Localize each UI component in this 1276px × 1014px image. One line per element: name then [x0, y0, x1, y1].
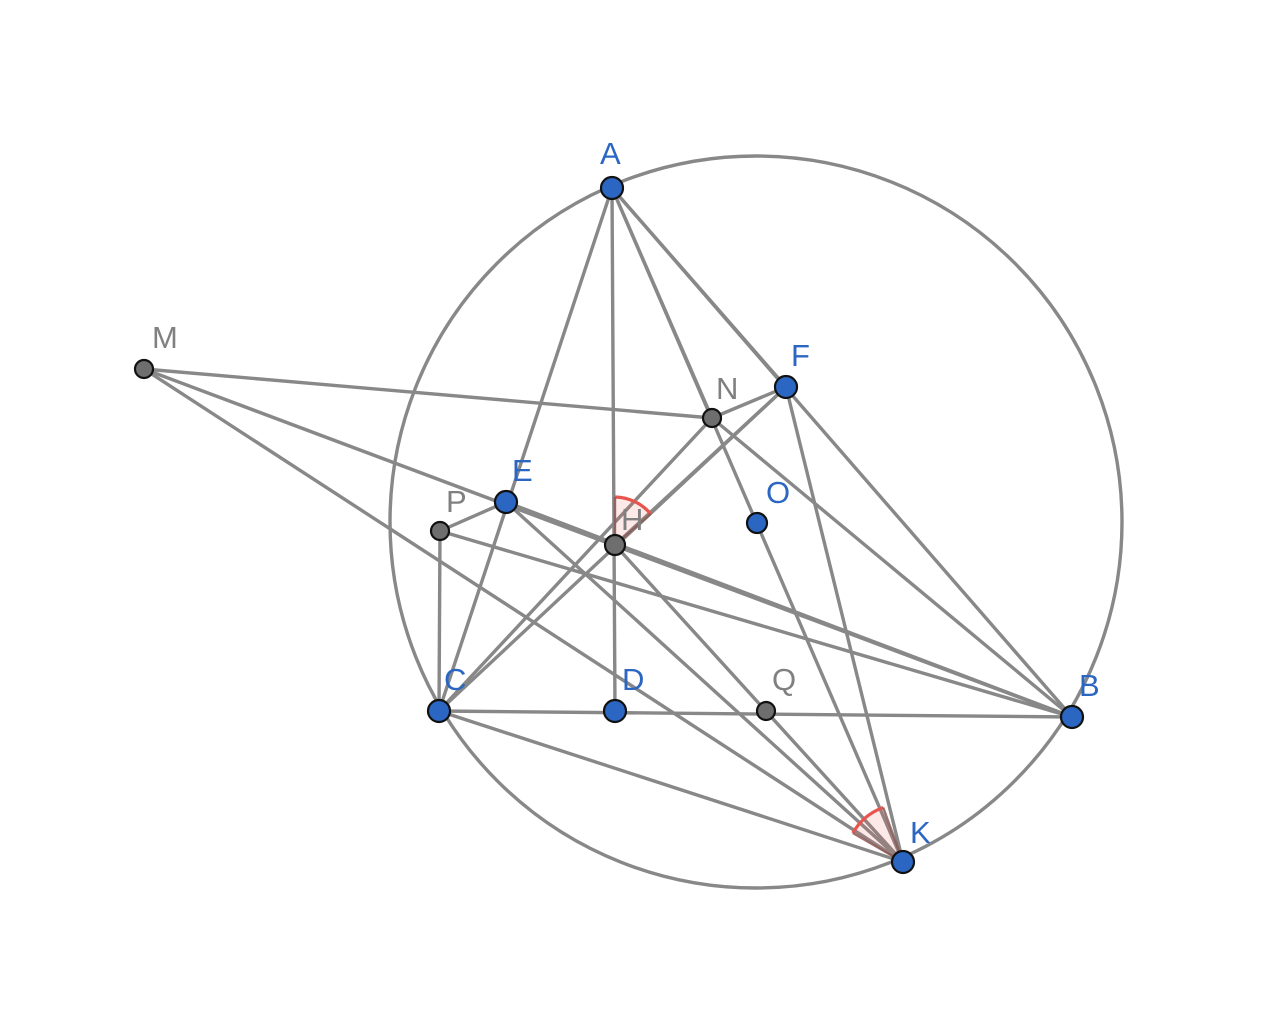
point-H[interactable] — [603, 533, 627, 557]
segment-NF — [710, 385, 788, 420]
point-N[interactable] — [701, 407, 723, 429]
point-C[interactable] — [426, 698, 452, 724]
point-E[interactable] — [493, 489, 519, 515]
segment-FK — [784, 385, 905, 864]
point-F[interactable] — [773, 374, 799, 400]
segment-M-to-N — [142, 367, 714, 420]
point-M[interactable] — [133, 358, 155, 380]
label-N: N — [716, 371, 738, 406]
label-P: P — [446, 484, 467, 519]
point-A[interactable] — [599, 175, 625, 201]
label-F: F — [791, 338, 810, 373]
labels-layer: A B C D E F K O H M N P Q — [152, 136, 1100, 850]
point-K[interactable] — [890, 849, 916, 875]
segment-PC — [437, 529, 442, 713]
segment-AC — [437, 186, 614, 713]
segments-layer — [142, 186, 1074, 864]
segment-AF — [610, 186, 788, 389]
angle-marks-layer — [613, 495, 905, 864]
point-O[interactable] — [745, 511, 769, 535]
label-B: B — [1079, 668, 1100, 703]
label-C: C — [444, 662, 466, 697]
circumcircle — [388, 154, 1124, 890]
label-E: E — [512, 453, 533, 488]
point-B[interactable] — [1059, 704, 1085, 730]
segment-M-to-K — [142, 367, 905, 864]
segment-BN — [710, 416, 1074, 719]
segment-AN — [610, 186, 714, 420]
label-M: M — [152, 320, 178, 355]
label-Q: Q — [772, 662, 796, 697]
point-Q[interactable] — [755, 700, 777, 722]
points-layer — [133, 175, 1085, 875]
label-O: O — [766, 475, 790, 510]
label-D: D — [622, 662, 644, 697]
point-D[interactable] — [602, 698, 628, 724]
segment-AD — [610, 186, 617, 713]
label-K: K — [910, 815, 931, 850]
point-P[interactable] — [429, 520, 451, 542]
segment-BP — [438, 529, 1074, 719]
segment-EK — [504, 500, 905, 864]
label-A: A — [600, 136, 621, 171]
segment-HK — [613, 543, 905, 864]
segment-CB — [437, 709, 1074, 719]
segment-CK — [437, 709, 905, 864]
label-H: H — [621, 502, 643, 537]
